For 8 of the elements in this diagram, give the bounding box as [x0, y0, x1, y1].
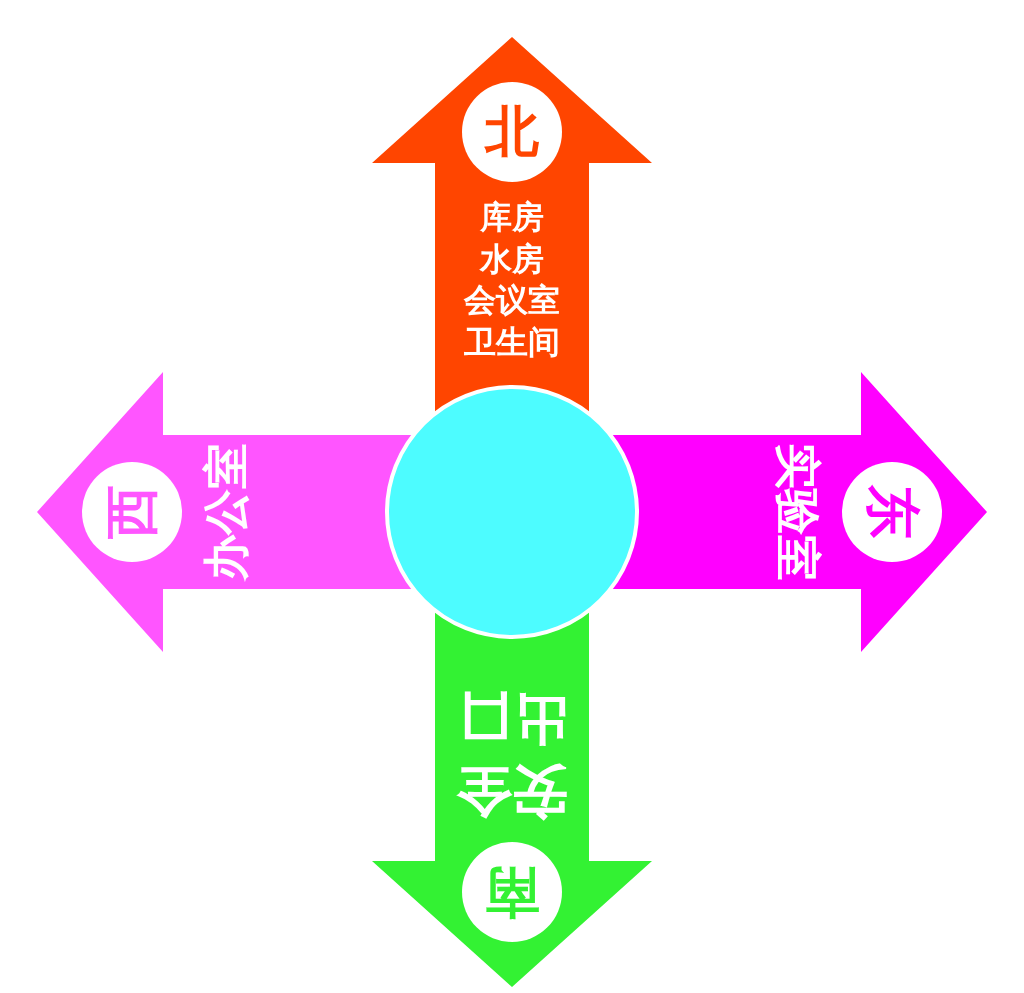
destination-label: 卫生间 — [464, 321, 560, 363]
destination-label: 会议室 — [464, 280, 560, 322]
destination-label: 办公室 — [198, 443, 254, 581]
destination-label: 出口 — [456, 685, 568, 754]
destination-label: 库房 — [480, 197, 544, 238]
destination-label: 安全 — [456, 758, 568, 826]
destination-label: 实验室 — [770, 443, 826, 581]
destination-label: 水房 — [480, 238, 544, 280]
